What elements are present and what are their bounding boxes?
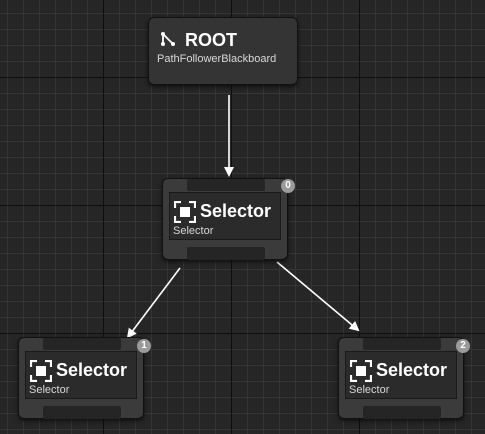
node-subtitle: Selector bbox=[349, 384, 390, 396]
output-pin[interactable] bbox=[363, 406, 441, 419]
execution-index-badge: 2 bbox=[456, 339, 470, 353]
node-title: Selector bbox=[376, 360, 448, 380]
node-body: Selector Selector bbox=[25, 351, 137, 399]
node-body: Selector Selector bbox=[345, 351, 457, 399]
selector-node-0[interactable]: Selector Selector bbox=[162, 178, 288, 260]
node-title: Selector bbox=[56, 360, 128, 380]
node-subtitle: Selector bbox=[173, 225, 214, 237]
node-title: Selector bbox=[200, 201, 272, 221]
selector-node-1[interactable]: Selector Selector bbox=[18, 337, 144, 419]
output-pin[interactable] bbox=[187, 247, 265, 260]
input-pin[interactable] bbox=[43, 338, 121, 350]
wire-selector-0-to-selector-1 bbox=[126, 267, 181, 339]
root-subtitle: PathFollowerBlackboard bbox=[157, 53, 277, 65]
input-pin[interactable] bbox=[363, 338, 441, 350]
selector-icon bbox=[173, 200, 197, 228]
branch-icon bbox=[160, 31, 176, 52]
node-subtitle: Selector bbox=[29, 384, 70, 396]
node-body: Selector Selector bbox=[169, 192, 281, 240]
selector-icon bbox=[349, 359, 373, 387]
selector-icon bbox=[29, 359, 53, 387]
execution-index-badge: 0 bbox=[281, 179, 295, 193]
output-pin[interactable] bbox=[43, 406, 121, 419]
selector-node-2[interactable]: Selector Selector bbox=[338, 337, 464, 419]
root-node[interactable]: ROOT PathFollowerBlackboard bbox=[148, 17, 298, 85]
execution-index-badge: 1 bbox=[137, 339, 151, 353]
root-title: ROOT bbox=[185, 30, 237, 50]
wire-selector-0-to-selector-2 bbox=[276, 261, 360, 332]
input-pin[interactable] bbox=[187, 179, 265, 191]
